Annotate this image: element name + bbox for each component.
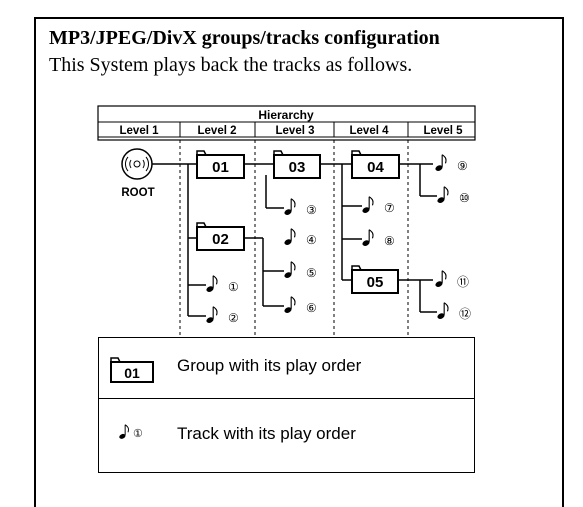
- track-number-12: ⑫: [459, 307, 471, 321]
- music-note-icon: [284, 228, 296, 246]
- track-07: ⑦: [362, 196, 395, 215]
- level-2-label: Level 2: [198, 125, 237, 137]
- tree-connectors: [152, 163, 437, 317]
- track-number-09: ⑨: [457, 159, 468, 173]
- music-note-icon: [284, 198, 296, 216]
- track-09: ⑨: [435, 154, 468, 173]
- track-number-11: ⑪: [457, 275, 469, 289]
- music-note-icon: [206, 306, 218, 324]
- root-label: ROOT: [121, 187, 154, 199]
- track-01: ①: [206, 275, 239, 294]
- group-folder-01: 01: [196, 150, 245, 179]
- document-title: MP3/JPEG/DivX groups/tracks configuratio…: [49, 27, 440, 49]
- music-note-icon: [284, 296, 296, 314]
- track-number-07: ⑦: [384, 201, 395, 215]
- group-folder-05: 05: [351, 265, 399, 294]
- group-folder-04: 04: [351, 150, 400, 179]
- hierarchy-header-box: [97, 105, 476, 141]
- group-label-02: 02: [212, 231, 229, 248]
- level-4-label: Level 4: [350, 125, 390, 137]
- legend-divider: [99, 398, 474, 399]
- legend-box: 01 Group with its play order ① Track wit…: [98, 337, 475, 473]
- document-frame: [34, 17, 564, 507]
- hierarchy-heading: Hierarchy: [258, 108, 314, 122]
- music-note-icon: [435, 154, 447, 172]
- level-dividers: [179, 122, 409, 137]
- track-02: ②: [206, 306, 239, 325]
- group-folder-03: 03: [273, 150, 321, 179]
- folder-icon: 01: [110, 357, 154, 383]
- music-note-icon: [206, 275, 218, 293]
- group-label-04: 04: [367, 159, 384, 176]
- legend-track-sample: ①: [133, 428, 143, 440]
- track-number-04: ④: [306, 233, 317, 247]
- track-03: ③: [284, 198, 317, 217]
- track-10: ⑩: [437, 186, 470, 205]
- track-number-02: ②: [228, 311, 239, 325]
- track-08: ⑧: [362, 229, 395, 248]
- document-subtitle: This System plays back the tracks as fol…: [49, 54, 413, 76]
- disc-icon: [121, 148, 153, 180]
- level-1-label: Level 1: [120, 125, 160, 137]
- music-note-icon: [435, 270, 447, 288]
- hierarchy-diagram: Hierarchy Level 1 Level 2 Level 3 Level …: [97, 105, 476, 337]
- music-note-icon: [362, 229, 374, 247]
- track-04: ④: [284, 228, 317, 247]
- track-05: ⑤: [284, 261, 317, 280]
- track-number-10: ⑩: [459, 191, 470, 205]
- group-label-03: 03: [289, 159, 306, 176]
- music-note-icon: [362, 196, 374, 214]
- track-11: ⑪: [435, 270, 469, 289]
- music-note-icon: ①: [119, 424, 143, 440]
- music-note-icon: [437, 302, 449, 320]
- legend-group-text: Group with its play order: [177, 356, 362, 375]
- track-06: ⑥: [284, 296, 317, 315]
- track-number-03: ③: [306, 203, 317, 217]
- track-number-01: ①: [228, 280, 239, 294]
- track-12: ⑫: [437, 302, 471, 321]
- legend-group-sample: 01: [124, 365, 140, 381]
- legend-track-text: Track with its play order: [177, 424, 356, 443]
- track-number-05: ⑤: [306, 266, 317, 280]
- group-label-05: 05: [367, 274, 384, 291]
- group-folder-02: 02: [196, 222, 245, 251]
- level-3-label: Level 3: [276, 125, 315, 137]
- track-number-06: ⑥: [306, 301, 317, 315]
- group-label-01: 01: [212, 159, 229, 176]
- music-note-icon: [284, 261, 296, 279]
- music-note-icon: [437, 186, 449, 204]
- level-5-label: Level 5: [424, 125, 464, 137]
- track-number-08: ⑧: [384, 234, 395, 248]
